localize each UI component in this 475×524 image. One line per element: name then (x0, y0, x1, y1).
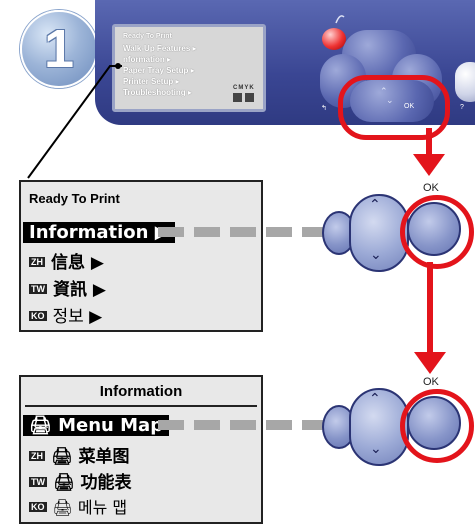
menu-item-label: 🖨 菜单图 (51, 447, 130, 467)
chevron-up-icon: ⌃ (380, 86, 388, 96)
chevron-up-icon: ⌃ (369, 390, 381, 406)
menu-item-label: 信息 ▶ (51, 253, 104, 273)
dashed-connector (158, 420, 420, 430)
red-arrow-head (414, 352, 446, 374)
menu-item-ko: KO 🖨 메뉴 맵 (29, 494, 127, 518)
lang-tag: KO (29, 502, 47, 512)
menu-item-zh: ZH 🖨 菜单图 (29, 442, 130, 467)
menu-item-tw: TW 資訊 ▶ (29, 275, 106, 300)
back-arrow-icon: ↰ (321, 105, 327, 112)
lcd-line-5: Printer Setup ▸ (123, 77, 180, 86)
ok-button[interactable] (407, 396, 461, 450)
dashed-connector (158, 227, 420, 237)
menu-item-ko: KO 정보 ▶ (29, 302, 102, 327)
ok-label: OK (423, 182, 439, 194)
chevron-up-icon: ⌃ (369, 196, 381, 212)
up-down-button[interactable] (349, 194, 409, 272)
lang-tag: KO (29, 311, 47, 321)
step-number-badge: 1 (20, 10, 98, 88)
menu-item-tw: TW 🖨 功能表 (29, 468, 132, 493)
menu-item-label: 🖨 功能表 (53, 473, 132, 493)
ok-label: OK (423, 376, 439, 388)
selected-item-label[interactable]: Information ▶ (23, 222, 175, 243)
control-panel-lcd: Ready To Print Walk-Up Features ▸ nforma… (112, 24, 266, 112)
cmyk-bar (245, 93, 254, 102)
chevron-down-icon: ⌄ (370, 246, 382, 262)
lcd-line-1: Ready To Print (123, 33, 172, 40)
red-arrow-line (427, 262, 433, 356)
step-number: 1 (43, 19, 75, 79)
menu-item-zh: ZH 信息 ▶ (29, 248, 104, 273)
menu-item-label: 🖨 메뉴 맵 (52, 498, 128, 517)
title-divider (25, 405, 257, 407)
down-button-highlight (338, 75, 450, 140)
screen-title: Information (99, 383, 183, 400)
lang-tag: TW (29, 284, 47, 294)
menu-item-label: 정보 ▶ (52, 307, 103, 327)
chevron-down-icon: ⌄ (386, 95, 394, 105)
menu-item-label: 資訊 ▶ (53, 280, 106, 300)
lang-tag: ZH (29, 451, 45, 461)
lcd-line-4: Paper Tray Setup ▸ (123, 66, 195, 75)
ok-button[interactable] (407, 202, 461, 256)
lcd-line-2: Walk-Up Features ▸ (123, 44, 197, 53)
cmyk-label: CMYK (233, 85, 255, 91)
callout-leader-line (27, 63, 122, 179)
menu-item-selected: 🖨 Menu Map (23, 415, 170, 436)
lcd-line-3: nformation ▸ (123, 55, 172, 64)
red-arrow-line (426, 128, 432, 156)
selected-item-label[interactable]: 🖨 Menu Map (23, 415, 170, 436)
status-light-icon (322, 28, 346, 50)
cmyk-bar (233, 93, 242, 102)
chevron-down-icon: ⌄ (370, 440, 382, 456)
ok-label-panel: OK (404, 103, 415, 110)
menu-item-selected: Information ▶ (23, 222, 175, 243)
ok-button-highlight (400, 195, 474, 269)
lang-tag: TW (29, 477, 47, 487)
help-button[interactable] (455, 62, 475, 102)
lang-tag: ZH (29, 257, 45, 267)
help-label: ? (460, 104, 464, 111)
up-down-button[interactable] (349, 388, 409, 466)
menu-screen-2: Information 🖨 Menu Map ZH 🖨 菜单图 TW 🖨 功能表 K… (19, 375, 263, 524)
lcd-line-6: Troubleshooting ▸ (123, 88, 192, 97)
red-arrow-head (413, 154, 445, 176)
power-saver-icon (335, 15, 345, 24)
screen-title: Ready To Print (29, 191, 120, 206)
menu-screen-1: Ready To Print Information ▶ ZH 信息 ▶ TW 資訊… (19, 180, 263, 332)
ok-button-highlight (400, 389, 474, 463)
